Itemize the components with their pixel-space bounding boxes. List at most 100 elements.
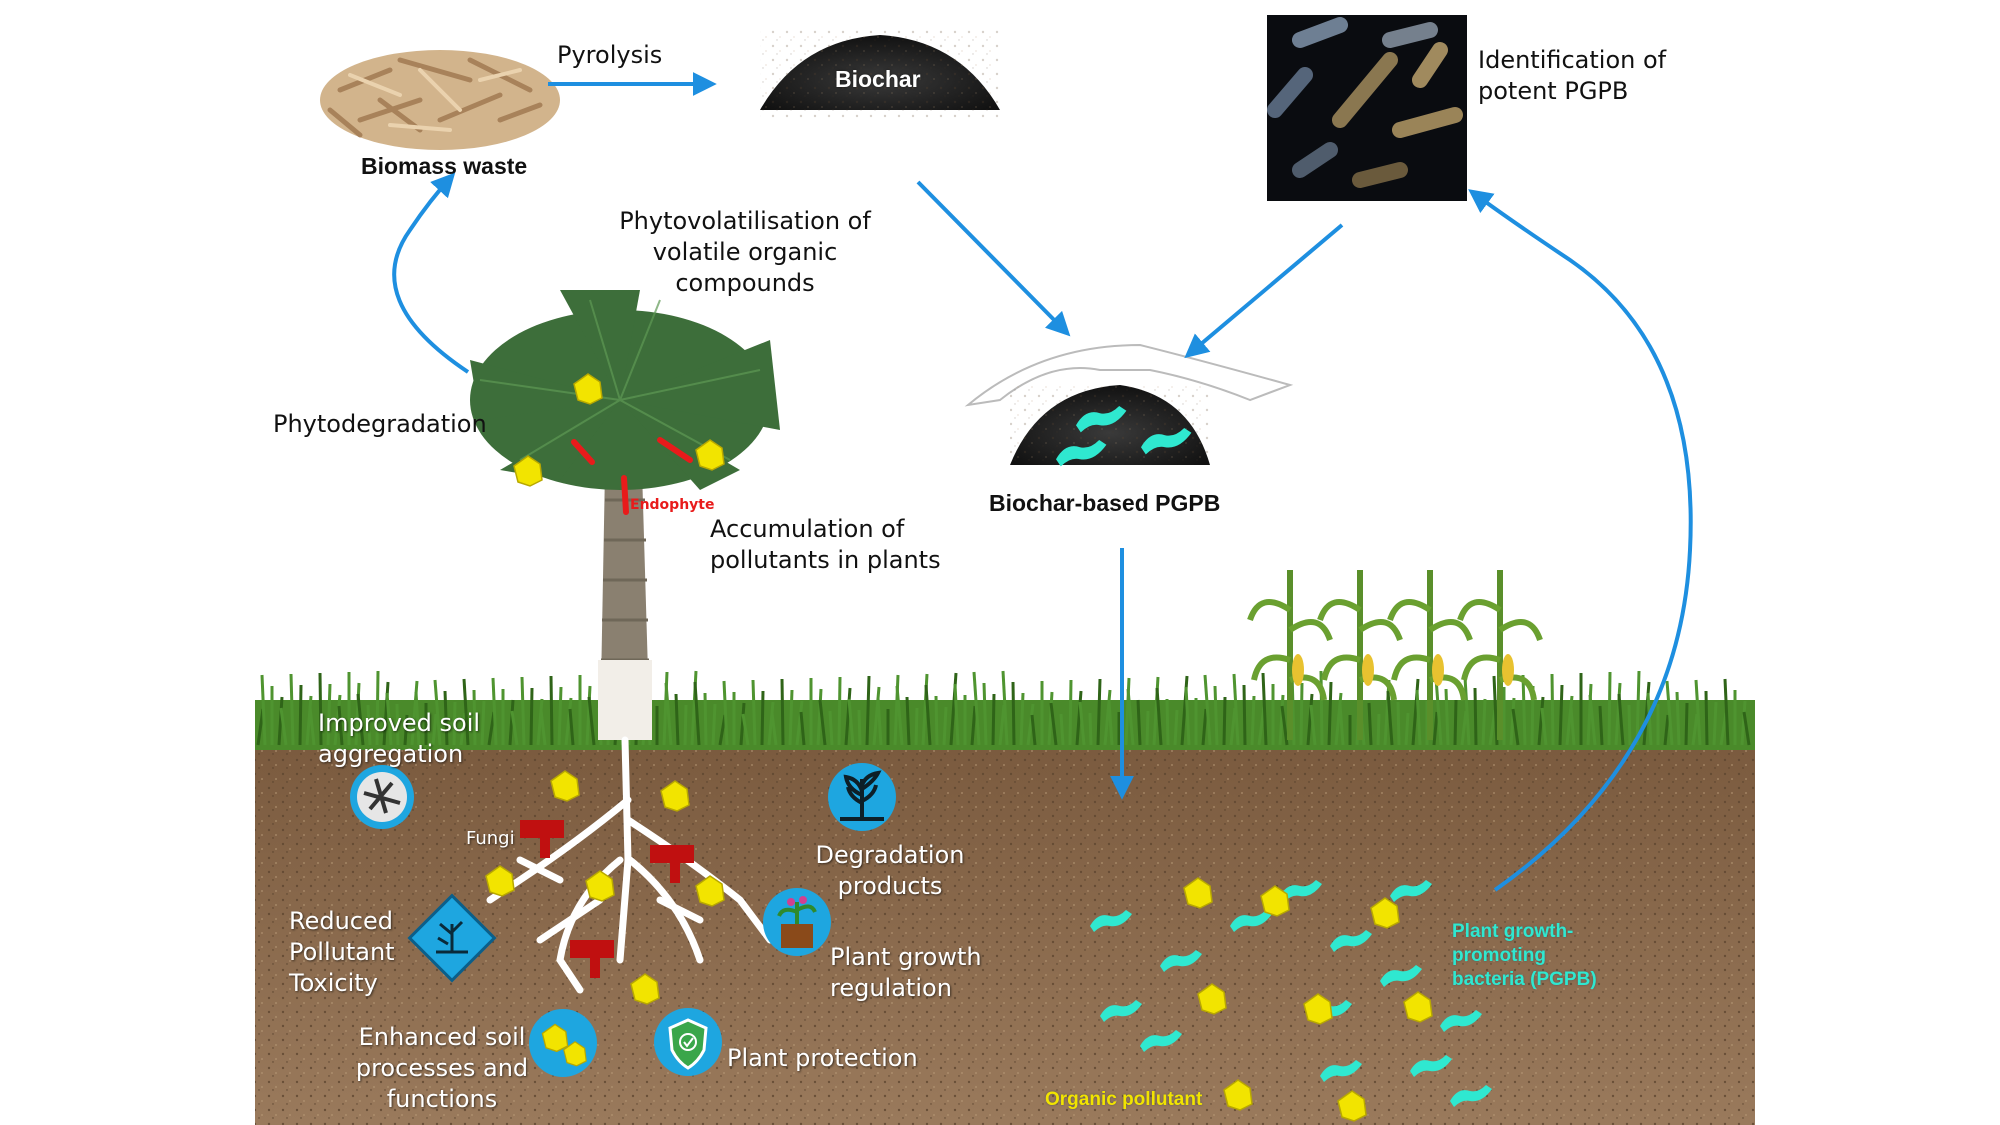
grass-blade	[564, 697, 573, 746]
degradation-icon	[828, 763, 896, 831]
soil-to-micrograph-arrow	[1468, 189, 1693, 892]
grass-blade	[924, 684, 932, 746]
grass-blade	[799, 711, 806, 746]
endophyte-label: Endophyte	[630, 497, 715, 513]
grass-blade	[305, 695, 313, 746]
grass-blade	[587, 696, 596, 746]
grass-blade	[308, 706, 316, 746]
grass-blade	[1704, 690, 1709, 746]
phytodegradation-label: Phytodegradation	[273, 410, 487, 438]
grass-blade	[529, 687, 534, 746]
plant-growth-regulation-label: Plant growth regulation	[830, 943, 982, 1002]
grass-blade	[1444, 688, 1450, 746]
grass-blade	[818, 699, 827, 746]
pyrolysis-label: Pyrolysis	[557, 41, 663, 69]
grass-blade	[1463, 676, 1471, 746]
grass-blade	[459, 712, 467, 746]
grass-blade	[1309, 704, 1317, 746]
grass-blade	[1145, 710, 1150, 746]
grass-blade	[760, 690, 765, 746]
grass-blade	[693, 681, 701, 746]
grass-blade	[970, 705, 977, 746]
reduced-toxicity-label: Reduced Pollutant Toxicity	[289, 907, 395, 997]
grass-blade	[683, 704, 688, 746]
grass-blade	[1278, 694, 1285, 746]
grass-blade	[510, 710, 519, 746]
grass-blade	[1719, 712, 1728, 746]
grass-blade	[895, 685, 904, 746]
grass-blade	[1319, 670, 1324, 746]
grass-blade	[1617, 693, 1625, 746]
grass-blade	[1075, 690, 1083, 746]
endophyte-marks	[571, 437, 693, 515]
grass-blade	[443, 690, 449, 746]
biomass-waste-image	[320, 50, 560, 150]
grass-blade	[1367, 702, 1373, 746]
grass-blade	[767, 701, 775, 746]
grass-blade	[1569, 706, 1576, 746]
grass-blade	[1165, 698, 1170, 746]
grass-blade	[751, 679, 757, 746]
grass-blade	[1103, 689, 1112, 746]
grass-blade	[953, 683, 960, 746]
grass-blade	[1376, 713, 1381, 746]
phytovolatilisation-label: Phytovolatilisation of volatile organic …	[619, 207, 871, 297]
grass-blade	[1511, 708, 1520, 746]
grass-blade	[1107, 700, 1114, 746]
grass-blade	[1460, 710, 1468, 746]
grass-blade	[828, 710, 834, 746]
grass-blade	[1607, 671, 1612, 746]
roots	[486, 736, 774, 994]
grass-blade	[354, 682, 361, 746]
grass-blade	[847, 698, 855, 746]
grass-blade	[1299, 682, 1304, 746]
grass-blade	[1723, 678, 1730, 746]
grass-blade	[1537, 696, 1545, 746]
tree-to-biomass-arrow	[392, 172, 470, 374]
grass-blade	[395, 703, 400, 746]
grass-blade	[722, 680, 729, 746]
grass-blade	[557, 686, 563, 746]
grass-blade	[1521, 674, 1527, 746]
shield-icon	[654, 1008, 722, 1076]
grass-blade	[1136, 699, 1142, 746]
biochar-image	[760, 30, 1000, 120]
grass-blade	[1155, 687, 1163, 746]
grass-blade	[1047, 691, 1054, 746]
fungi-label: Fungi	[466, 828, 515, 849]
grass-blade	[1614, 682, 1622, 746]
grass-blade	[1334, 692, 1343, 746]
grass-blade	[410, 680, 419, 746]
grass-blade	[366, 704, 372, 746]
grass-blade	[487, 711, 496, 746]
grass-blade	[356, 693, 365, 746]
grass-blade	[837, 676, 842, 746]
grass-blade	[1473, 687, 1478, 746]
grass-blade	[1019, 692, 1025, 746]
grass-blade	[480, 700, 486, 746]
grass-blade	[674, 693, 680, 746]
grass-blade	[1201, 708, 1208, 746]
grass-blade	[703, 692, 708, 746]
grass-blade	[1598, 705, 1604, 746]
grass-blade	[1481, 698, 1487, 746]
grass-blade	[1665, 680, 1674, 746]
grass-blade	[431, 713, 438, 746]
grass-blade	[1588, 694, 1597, 746]
grass-blade	[1453, 699, 1458, 746]
grass-blade	[1396, 701, 1401, 746]
plant-growth-icon	[763, 888, 831, 956]
grass-blade	[1059, 713, 1065, 746]
grass-blade	[472, 689, 477, 746]
grass-blade	[1096, 678, 1102, 746]
grass-blade	[914, 707, 919, 746]
grass-blade	[1306, 693, 1314, 746]
grass-blade	[1509, 697, 1516, 746]
micrograph-to-pgpb-arrow	[1184, 223, 1344, 359]
grass-blade	[1675, 691, 1681, 746]
grass-blade	[1432, 711, 1439, 746]
grass-blade	[1488, 709, 1497, 746]
grass-blade	[1712, 701, 1718, 746]
grass-blade	[279, 707, 288, 746]
grass-blade	[1011, 681, 1016, 746]
